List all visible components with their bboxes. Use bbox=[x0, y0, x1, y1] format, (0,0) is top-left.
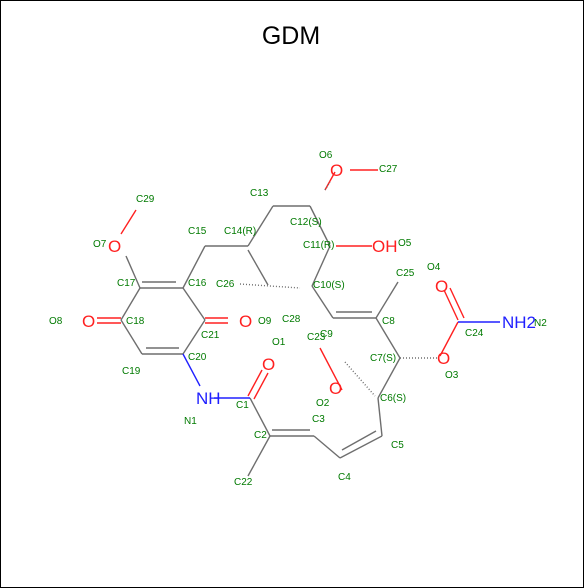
label-C15: C15 bbox=[188, 226, 207, 237]
label-C21: C21 bbox=[201, 330, 220, 341]
atom-O6: O bbox=[330, 161, 343, 180]
atom-O3: O bbox=[437, 349, 450, 368]
label-C1: C1 bbox=[236, 400, 249, 411]
label-N2: N2 bbox=[534, 318, 547, 329]
label-C12: C12(S) bbox=[290, 217, 322, 228]
atom-labels: O O O O OH O O O O NH NH2 O7 O8 O9 O6 O5… bbox=[49, 150, 547, 427]
label-C11: C11(R) bbox=[303, 240, 334, 251]
label-C19: C19 bbox=[122, 366, 141, 377]
label-C20: C20 bbox=[188, 352, 207, 363]
label-C18: C18 bbox=[126, 316, 145, 327]
label-O2: O2 bbox=[316, 398, 330, 409]
atom-O9: O bbox=[239, 312, 252, 331]
label-O5: O5 bbox=[398, 238, 412, 249]
label-C13: C13 bbox=[250, 188, 269, 199]
label-C26: C26 bbox=[216, 279, 235, 290]
atom-N2: NH2 bbox=[502, 313, 536, 332]
label-O1: O1 bbox=[272, 337, 286, 348]
label-C17: C17 bbox=[117, 278, 136, 289]
atom-O8: O bbox=[82, 312, 95, 331]
label-C3: C3 bbox=[312, 414, 325, 425]
carbon-labels: C29 C15 C14(R) C13 C12(S) C27 C11(R) C17… bbox=[117, 164, 484, 488]
bonds bbox=[97, 169, 500, 477]
label-O7: O7 bbox=[93, 239, 107, 250]
label-C28: C28 bbox=[282, 314, 301, 325]
label-C14: C14(R) bbox=[224, 226, 256, 237]
label-C24: C24 bbox=[465, 328, 484, 339]
diagram-title: GDM bbox=[261, 22, 321, 50]
atom-O7: O bbox=[108, 237, 121, 256]
label-C23: C23 bbox=[307, 332, 326, 343]
atom-O1: O bbox=[262, 355, 275, 374]
label-C22: C22 bbox=[234, 477, 253, 488]
label-C8: C8 bbox=[382, 316, 395, 327]
label-C27: C27 bbox=[379, 164, 398, 175]
atom-O5: OH bbox=[372, 237, 398, 256]
label-C9: C9 bbox=[320, 329, 333, 340]
label-C4: C4 bbox=[338, 472, 351, 483]
atom-O2: O bbox=[329, 379, 342, 398]
label-C29: C29 bbox=[136, 194, 155, 205]
label-C16: C16 bbox=[188, 278, 207, 289]
label-N1: N1 bbox=[184, 416, 197, 427]
label-C25: C25 bbox=[396, 268, 415, 279]
atom-O4: O bbox=[435, 277, 448, 296]
label-O6: O6 bbox=[319, 150, 333, 161]
atom-N1: NH bbox=[196, 389, 221, 408]
label-C6: C6(S) bbox=[380, 393, 406, 404]
label-O4: O4 bbox=[427, 262, 441, 273]
label-O3: O3 bbox=[445, 370, 459, 381]
label-C7: C7(S) bbox=[370, 353, 396, 364]
label-C10: C10(S) bbox=[313, 280, 345, 291]
label-O8: O8 bbox=[49, 316, 63, 327]
label-C2: C2 bbox=[254, 430, 267, 441]
label-O9: O9 bbox=[258, 316, 272, 327]
label-C5: C5 bbox=[391, 440, 404, 451]
